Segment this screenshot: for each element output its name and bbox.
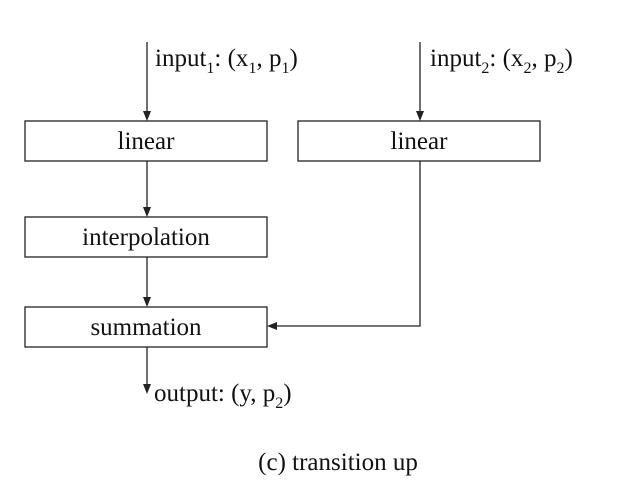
linear-right-to-summation-arrowhead [267,322,277,330]
summation-box [24,306,268,348]
output-label: output: (y, p2) [154,380,292,412]
interpolation-box [24,216,268,258]
linear-right-box [297,120,541,162]
input1-arrowhead [143,111,151,121]
input2-label: input2: (x2, p2) [430,45,573,77]
linear-left-label: linear [118,128,176,155]
linear-right-to-summation-line [275,161,421,327]
input1-label: input1: (x1, p1) [155,45,298,77]
figure-caption: (c) transition up [258,449,418,476]
linear-right-label: linear [391,128,449,155]
interpolation-label: interpolation [82,224,210,251]
interpolation-to-summation-arrowhead [143,297,151,307]
input2-arrowhead [416,111,424,121]
linear-to-interpolation-arrowhead [143,207,151,217]
summation-label: summation [90,314,202,341]
linear-left-box [24,120,268,162]
output-arrowhead [143,384,151,394]
